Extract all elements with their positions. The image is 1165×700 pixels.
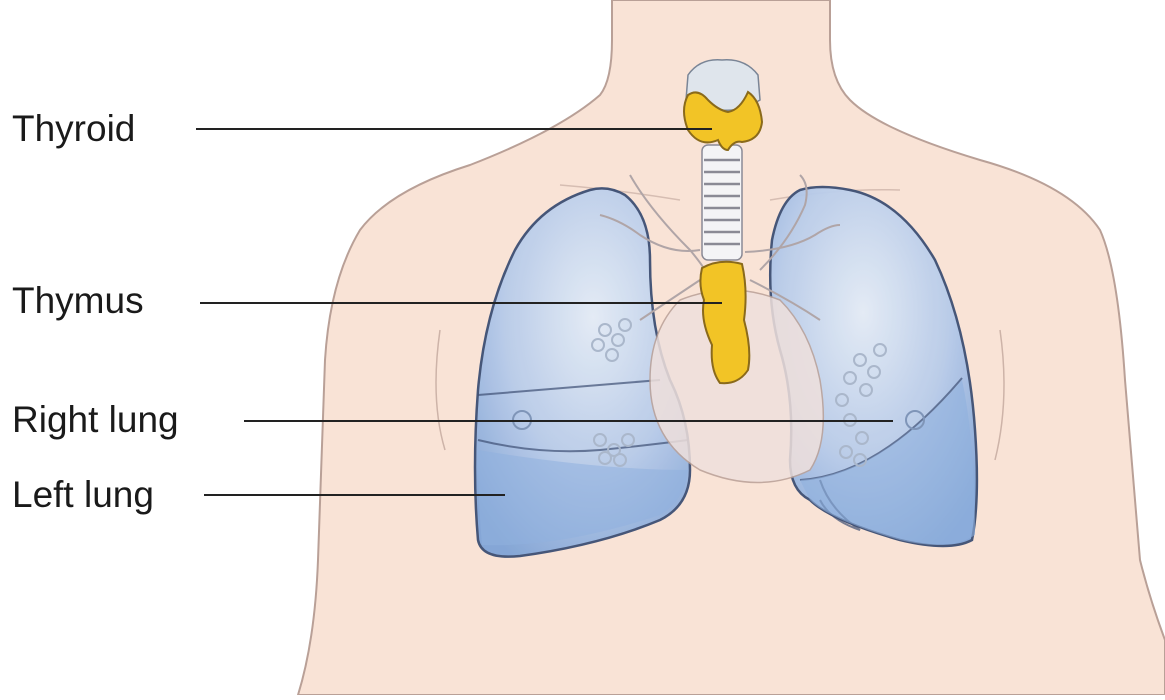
label-thyroid: Thyroid: [12, 110, 135, 147]
label-right-lung: Right lung: [12, 401, 179, 438]
label-thymus: Thymus: [12, 282, 144, 319]
label-left-lung: Left lung: [12, 476, 154, 513]
trachea: [702, 145, 742, 260]
